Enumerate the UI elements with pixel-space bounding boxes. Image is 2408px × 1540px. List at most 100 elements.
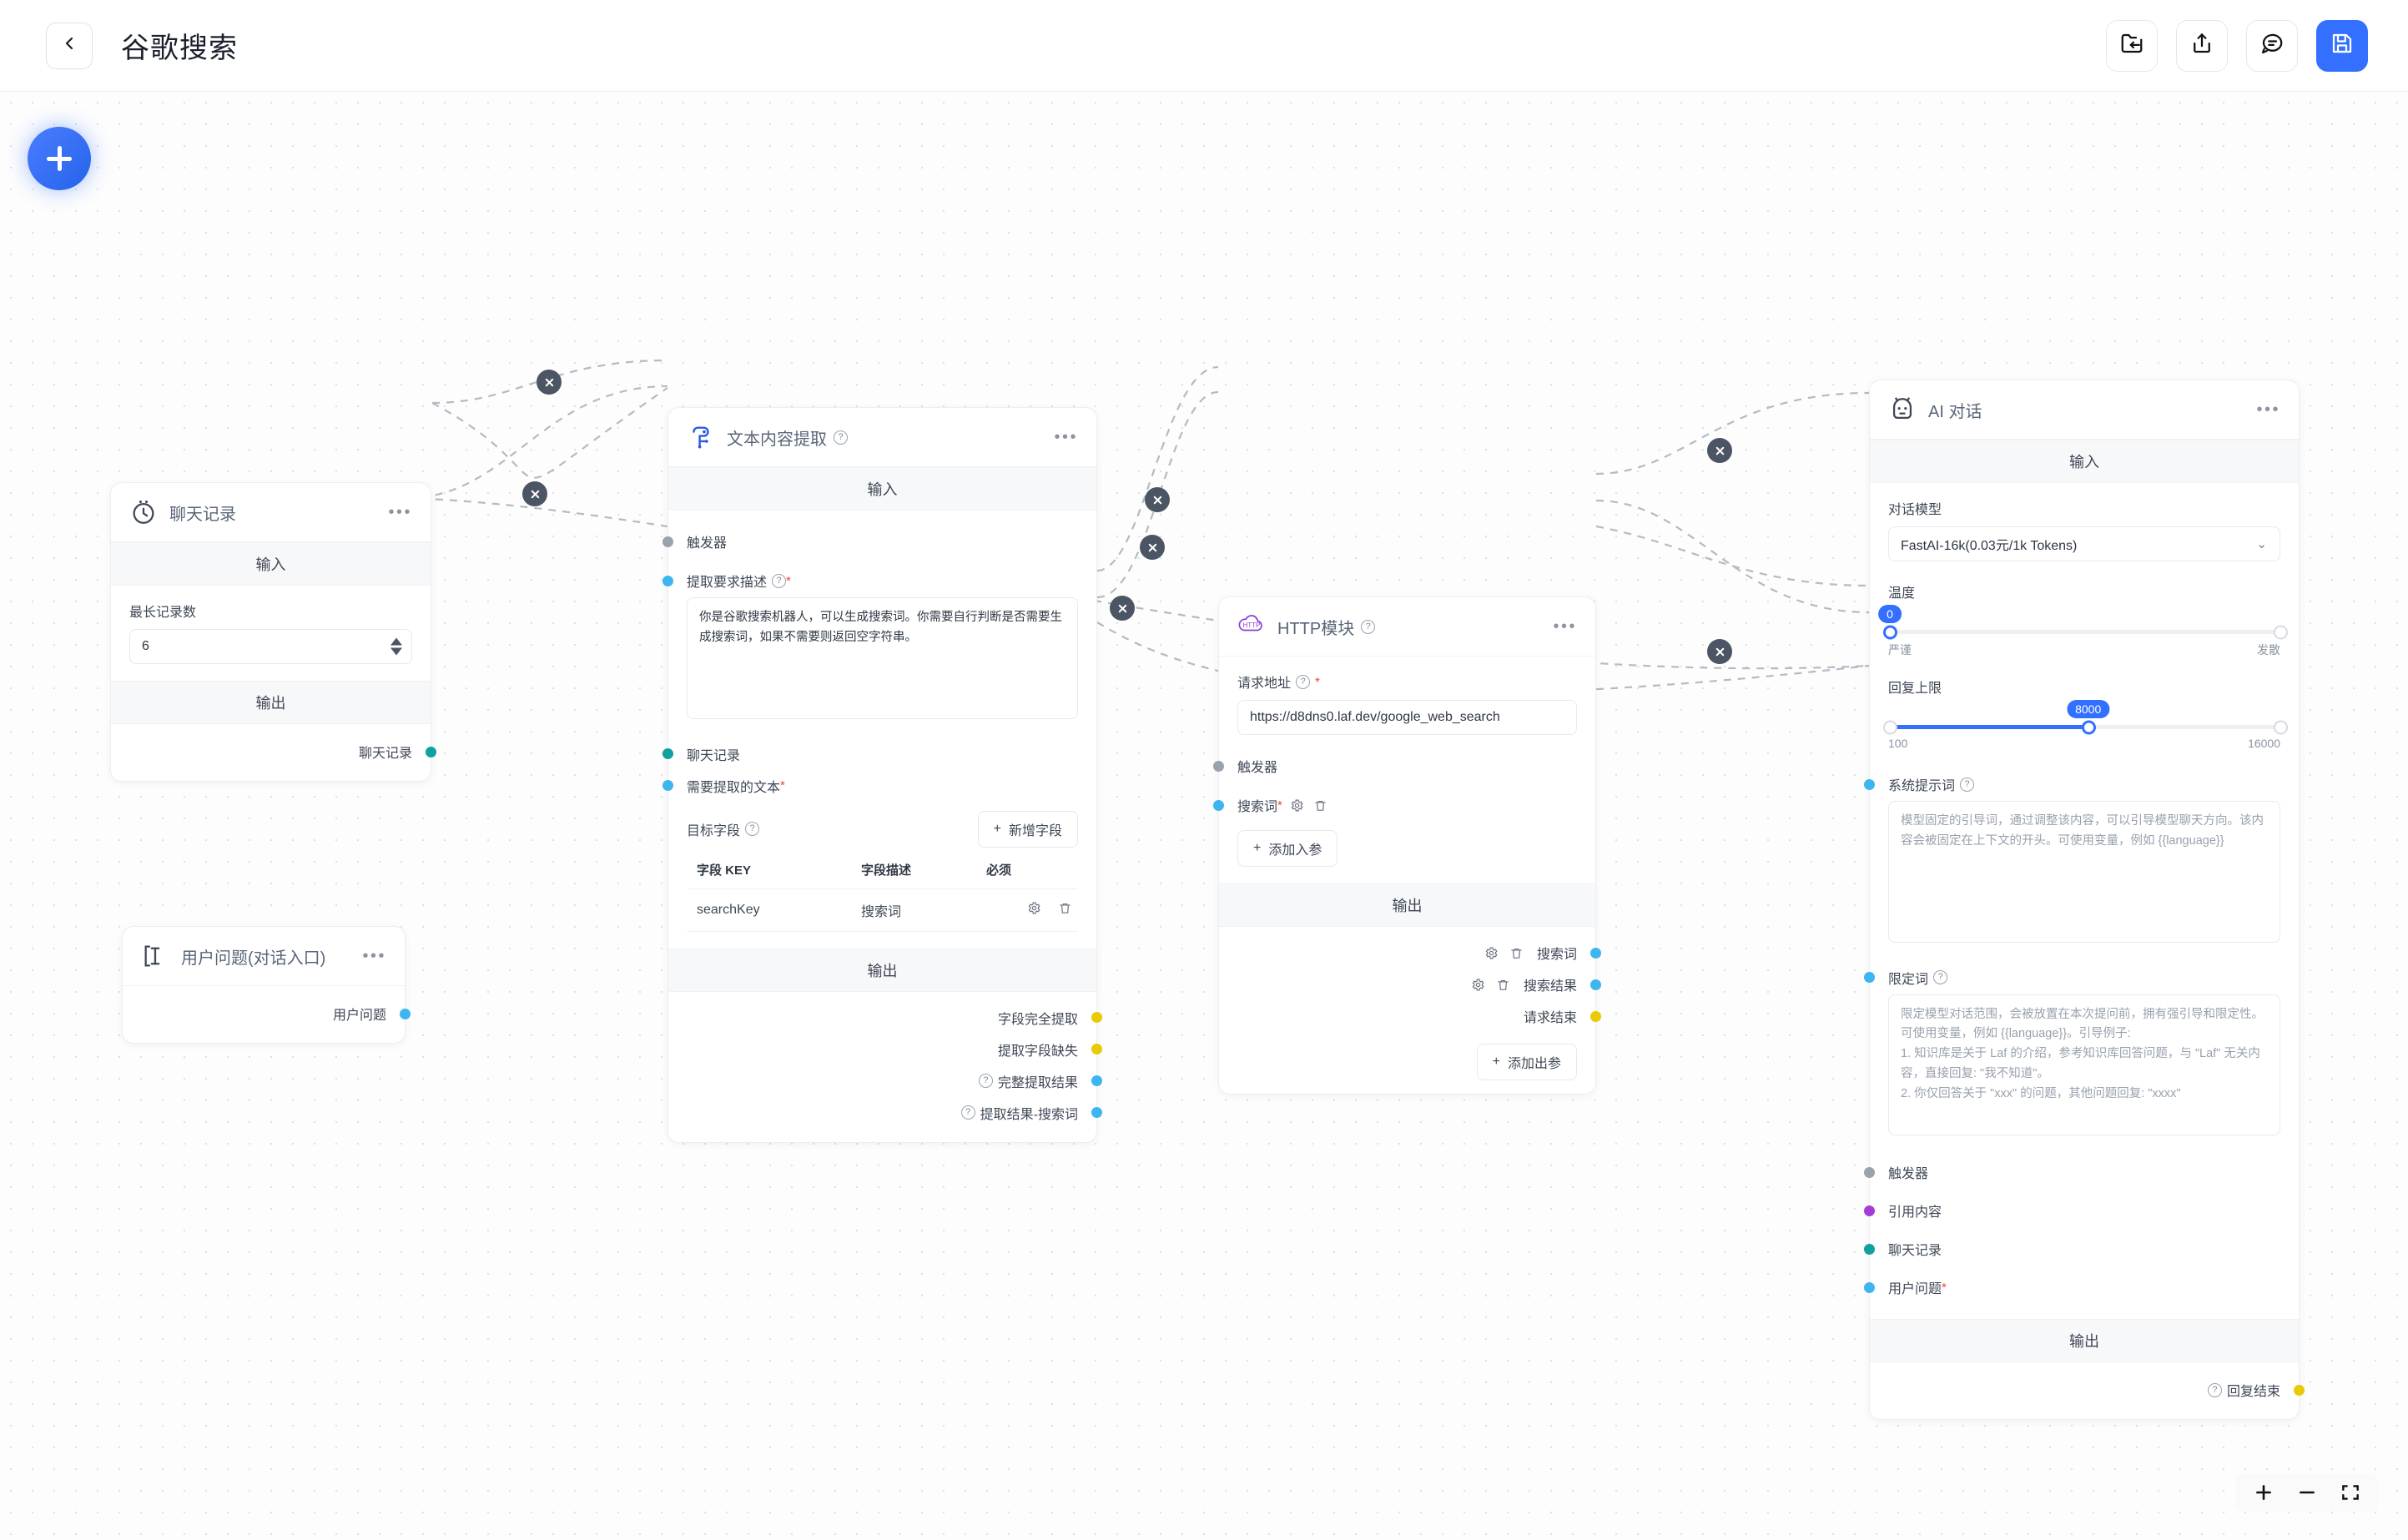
node-ai-chat[interactable]: AI 对话 ••• 输入 对话模型 ⌄ 温度 0 (1864, 380, 2305, 1421)
node-menu-button[interactable]: ••• (362, 947, 386, 965)
input-port-user-question[interactable]: 用户问题 * (1864, 1268, 2280, 1302)
output-port-request-finish[interactable]: 请求结束 (1237, 1000, 1601, 1032)
port-handle-gray[interactable] (1213, 760, 1224, 772)
request-url-input[interactable] (1237, 700, 1577, 735)
input-port-qualifier[interactable]: 限定词 ? (1864, 962, 2280, 994)
input-port-trigger[interactable]: 触发器 (1864, 1153, 2280, 1191)
node-menu-button[interactable]: ••• (1054, 428, 1078, 446)
help-icon[interactable]: ? (1361, 619, 1376, 634)
port-handle-gray[interactable] (1864, 1166, 1875, 1178)
output-port-fields-complete[interactable]: 字段完全提取 (687, 1002, 1102, 1034)
edge-delete-button[interactable] (537, 370, 562, 395)
max-records-input[interactable] (129, 629, 412, 664)
node-user-question[interactable]: 用户问题(对话入口) ••• 用户问题 (122, 926, 411, 1044)
node-text-extract[interactable]: 文本内容提取 ? ••• 输入 触发器 提取要求描述 ? * 你是谷歌搜索机器人… (662, 407, 1102, 1143)
slider-track[interactable] (1883, 720, 2288, 734)
port-handle-blue[interactable] (662, 575, 673, 586)
input-port-trigger[interactable]: 触发器 (1213, 750, 1577, 789)
edge-delete-button[interactable] (1707, 438, 1732, 463)
node-menu-button[interactable]: ••• (388, 503, 412, 521)
output-port-full-result[interactable]: ? 完整提取结果 (687, 1065, 1102, 1097)
add-input-param-button[interactable]: + 添加入参 (1237, 830, 1338, 867)
port-handle-blue[interactable] (1590, 979, 1601, 990)
slider-track[interactable] (1883, 625, 2288, 639)
node-chat-history[interactable]: 聊天记录 ••• 输入 最长记录数 输出 聊天记录 (110, 482, 436, 782)
help-icon[interactable]: ? (2207, 1382, 2222, 1397)
model-select-value[interactable] (1888, 526, 2280, 561)
trash-icon[interactable] (1509, 944, 1525, 961)
input-port-system-prompt[interactable]: 系统提示词 ? (1864, 768, 2280, 801)
qualifier-textarea[interactable] (1888, 994, 2280, 1136)
help-icon[interactable]: ? (1296, 674, 1311, 689)
output-port-fields-missing[interactable]: 提取字段缺失 (687, 1034, 1102, 1065)
workflow-canvas[interactable]: 聊天记录 ••• 输入 最长记录数 输出 聊天记录 (0, 92, 2408, 1540)
port-handle-teal[interactable] (426, 746, 436, 757)
port-handle-yellow[interactable] (2294, 1384, 2305, 1396)
output-port-chat-history[interactable]: 聊天记录 (129, 736, 436, 767)
output-port-user-question[interactable]: 用户问题 (141, 998, 411, 1029)
add-field-button[interactable]: + 新增字段 (977, 810, 1078, 848)
gear-icon[interactable] (1470, 976, 1487, 993)
slider-knob[interactable] (2081, 720, 2096, 734)
edge-delete-button[interactable] (1707, 639, 1732, 664)
add-output-param-button[interactable]: + 添加出参 (1476, 1044, 1577, 1080)
port-handle-yellow[interactable] (1091, 1012, 1102, 1024)
help-icon[interactable]: ? (960, 1105, 975, 1120)
input-port-search-key[interactable]: 搜索词 * (1213, 789, 1577, 830)
zoom-out-button[interactable] (2296, 1482, 2318, 1503)
input-port-source-text[interactable]: 需要提取的文本 * (662, 770, 1078, 811)
zoom-in-button[interactable] (2253, 1482, 2275, 1503)
port-handle-blue[interactable] (1864, 778, 1875, 790)
port-handle-blue[interactable] (1091, 1107, 1102, 1119)
input-port-trigger[interactable]: 触发器 (662, 526, 1078, 565)
save-button[interactable] (2316, 19, 2368, 72)
input-port-chat-history[interactable]: 聊天记录 (1864, 1230, 2280, 1268)
help-icon[interactable]: ? (978, 1074, 993, 1089)
port-handle-blue[interactable] (1213, 799, 1224, 811)
add-node-button[interactable] (28, 127, 91, 190)
help-icon[interactable]: ? (772, 573, 787, 588)
port-handle-teal[interactable] (1864, 1243, 1875, 1255)
input-port-prompt[interactable]: 提取要求描述 ? * (662, 565, 1078, 597)
trash-icon[interactable] (1056, 900, 1073, 917)
input-port-chat-history[interactable]: 聊天记录 (662, 738, 1078, 770)
output-port-search-result[interactable]: 搜索结果 (1237, 969, 1601, 1000)
port-handle-teal[interactable] (662, 748, 673, 760)
edge-delete-button[interactable] (1145, 487, 1170, 512)
model-select[interactable]: ⌄ (1888, 526, 2280, 561)
max-records-stepper[interactable] (129, 629, 412, 664)
edge-delete-button[interactable] (1140, 535, 1165, 560)
port-handle-blue[interactable] (1864, 1281, 1875, 1293)
gear-icon[interactable] (1026, 900, 1043, 917)
help-icon[interactable]: ? (1960, 777, 1975, 792)
output-port-search-key[interactable]: 搜索词 (1237, 937, 1601, 969)
output-port-answer-finish[interactable]: ? 回复结束 (1888, 1374, 2305, 1406)
system-prompt-textarea[interactable] (1888, 801, 2280, 943)
port-handle-blue[interactable] (400, 1008, 411, 1019)
node-menu-button[interactable]: ••• (2256, 400, 2280, 419)
help-icon[interactable]: ? (1933, 970, 1948, 985)
port-handle-gray[interactable] (662, 536, 673, 547)
temperature-slider[interactable]: 0 严谨 发散 (1878, 605, 2288, 658)
node-menu-button[interactable]: ••• (1553, 617, 1577, 636)
port-handle-blue[interactable] (662, 780, 673, 792)
port-handle-purple[interactable] (1864, 1205, 1875, 1216)
extract-prompt-textarea[interactable]: 你是谷歌搜索机器人，可以生成搜索词。你需要自行判断是否需要生成搜索词，如果不需要… (687, 597, 1078, 719)
gear-icon[interactable] (1484, 944, 1500, 961)
back-button[interactable] (46, 22, 93, 69)
import-folder-button[interactable] (2106, 19, 2158, 72)
slider-knob[interactable] (1883, 625, 1897, 639)
output-port-result-searchkey[interactable]: ? 提取结果-搜索词 (687, 1097, 1102, 1129)
help-icon[interactable]: ? (745, 822, 760, 837)
port-handle-blue[interactable] (1590, 947, 1601, 959)
gear-icon[interactable] (1289, 797, 1306, 813)
chat-button[interactable] (2246, 19, 2298, 72)
stepper-arrows[interactable] (390, 637, 402, 656)
port-handle-blue[interactable] (1091, 1075, 1102, 1087)
port-handle-blue[interactable] (1864, 972, 1875, 984)
fit-view-button[interactable] (2340, 1482, 2361, 1503)
node-http-module[interactable]: HTTP HTTP模块 ? ••• 请求地址 ? * 触发器 (1213, 596, 1601, 1095)
help-icon[interactable]: ? (834, 430, 848, 445)
trash-icon[interactable] (1312, 797, 1329, 813)
trash-icon[interactable] (1495, 976, 1512, 993)
